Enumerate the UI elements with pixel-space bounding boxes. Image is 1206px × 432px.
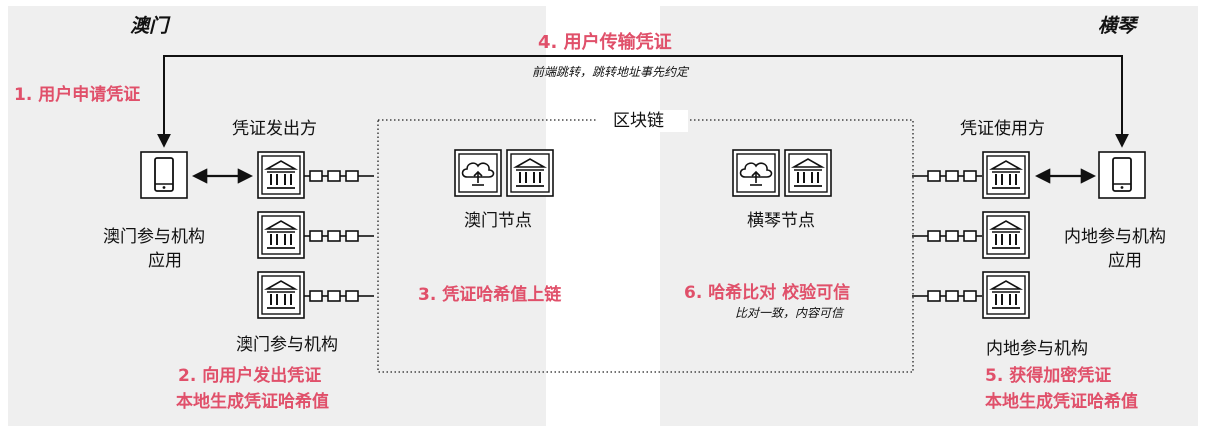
macau-phone-icon — [140, 151, 188, 199]
step-3-label: 3. 凭证哈希值上链 — [418, 285, 562, 305]
step-2-label-line1: 2. 向用户发出凭证 — [178, 366, 322, 386]
step-5-label-line2: 本地生成凭证哈希值 — [985, 392, 1138, 412]
issuer-label: 凭证发出方 — [232, 119, 317, 139]
mainland-bank-icon — [982, 271, 1030, 319]
macau-chain-icon — [303, 170, 375, 182]
mainland-institution-label: 内地参与机构 — [986, 339, 1088, 359]
consumer-label: 凭证使用方 — [960, 119, 1045, 139]
macau-chain-icon — [303, 290, 375, 302]
macau-app-label-line1: 澳门参与机构 — [103, 227, 205, 247]
step-5-label-line1: 5. 获得加密凭证 — [985, 366, 1112, 386]
mainland-chain-icon — [911, 170, 983, 182]
macau-bank-icon — [257, 211, 305, 259]
macau-node-cloud-icon — [454, 149, 502, 197]
step-2-label-line2: 本地生成凭证哈希值 — [176, 392, 329, 412]
mainland-app-label-line1: 内地参与机构 — [1064, 227, 1166, 247]
macau-chain-icon — [303, 230, 375, 242]
macau-node-label: 澳门节点 — [464, 211, 532, 231]
region-macau-title: 澳门 — [130, 15, 169, 37]
macau-bank-icon — [257, 271, 305, 319]
user-transfer-path — [157, 55, 1129, 148]
blockchain-box — [377, 119, 914, 373]
mainland-consumer-bank-icon — [982, 151, 1030, 199]
macau-app-label-line2: 应用 — [148, 251, 182, 271]
mainland-bank-icon — [982, 211, 1030, 259]
mainland-phone-icon — [1098, 151, 1146, 199]
mainland-app-label-line2: 应用 — [1108, 251, 1142, 271]
blockchain-label-bg — [596, 110, 688, 132]
step-6-note: 比对一致，内容可信 — [735, 306, 844, 320]
macau-issuer-bank-icon — [257, 151, 305, 199]
region-hengqin-title: 横琴 — [1098, 15, 1137, 37]
macau-node-bank-icon — [506, 149, 554, 197]
mainland-chain-icon — [911, 230, 983, 242]
hengqin-node-cloud-icon — [732, 149, 780, 197]
hengqin-node-label: 横琴节点 — [747, 211, 815, 231]
macau-institution-label: 澳门参与机构 — [236, 335, 338, 355]
step-1-label: 1. 用户申请凭证 — [14, 85, 141, 105]
hengqin-node-bank-icon — [784, 149, 832, 197]
step-4-label: 4. 用户传输凭证 — [538, 32, 672, 53]
hengqin-region-panel — [660, 6, 1198, 426]
blockchain-label: 区块链 — [613, 111, 664, 131]
step-6-label: 6. 哈希比对 校验可信 — [684, 283, 851, 303]
step-4-note: 前端跳转，跳转地址事先约定 — [532, 65, 689, 79]
mainland-chain-icon — [911, 290, 983, 302]
